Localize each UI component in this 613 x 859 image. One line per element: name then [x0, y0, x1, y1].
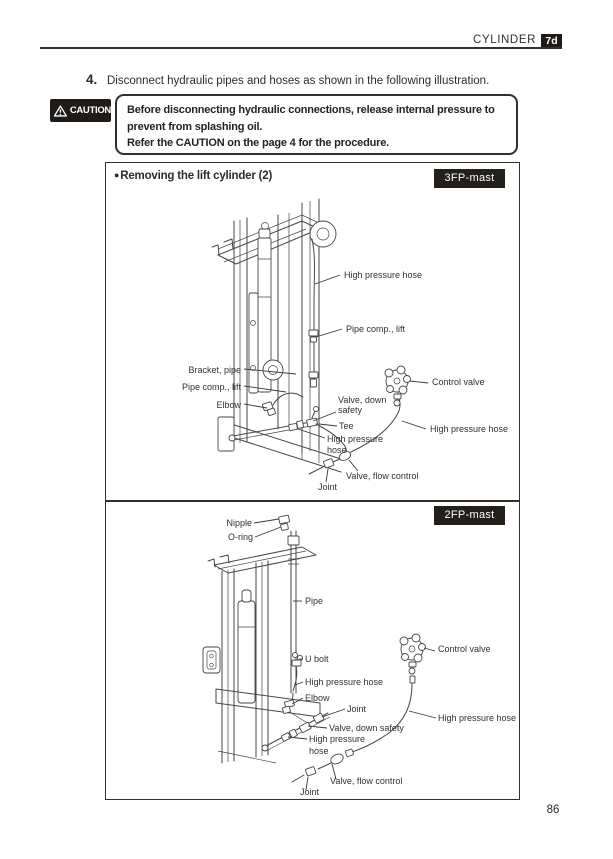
label-valve-down-safety-2: safety [338, 405, 363, 415]
figure-title-text: Removing the lift cylinder (2) [120, 170, 273, 182]
header-title: CYLINDER [473, 34, 536, 46]
hose-run-right-3fp [308, 238, 319, 388]
bottom-piping-2fp [261, 651, 413, 783]
caution-line-1: Before disconnecting hydraulic connectio… [127, 104, 495, 116]
control-valve-3fp [384, 365, 411, 407]
labels-2fp: Nipple O-ring Pipe U bolt High pressure … [226, 518, 516, 797]
step-number: 4. [86, 72, 98, 87]
leader-lines-2fp [253, 518, 437, 791]
figure-frame [105, 162, 520, 800]
diagram-3fp-mast: High pressure hose Pipe comp., lift Brac… [182, 198, 508, 492]
caution-box: Before disconnecting hydraulic connectio… [115, 94, 518, 155]
label-control-valve: Control valve [432, 377, 485, 387]
label-control-valve: Control valve [438, 644, 491, 654]
page-number: 86 [546, 804, 560, 816]
header-rule [40, 47, 562, 49]
label-high-pressure-hose-right: High pressure hose [438, 713, 516, 723]
label-elbow: Elbow [216, 400, 241, 410]
label-hp-hose-small-1: High pressure [309, 734, 365, 744]
label-joint: Joint [318, 482, 338, 492]
step-text: Disconnect hydraulic pipes and hoses as … [107, 75, 490, 87]
bullet-icon: ● [114, 170, 120, 180]
labels-3fp: High pressure hose Pipe comp., lift Brac… [182, 270, 508, 492]
label-hp-hose-small-2: hose [309, 746, 329, 756]
label-valve-flow-control: Valve, flow control [346, 471, 418, 481]
label-valve-down-safety-1: Valve, down [338, 395, 386, 405]
label-pipe-comp-lift-right: Pipe comp., lift [346, 324, 406, 334]
badge-2fp-mast: 2FP-mast [434, 506, 505, 525]
label-joint-top: Joint [347, 704, 367, 714]
label-high-pressure-hose-right: High pressure hose [430, 424, 508, 434]
control-valve-2fp [399, 633, 426, 684]
label-nipple: Nipple [226, 518, 252, 528]
mast-structure-3fp [211, 198, 342, 473]
caution-line-3: Refer the CAUTION on the page 4 for the … [127, 137, 389, 149]
label-valve-down-safety: Valve, down safety [329, 723, 404, 733]
label-valve-flow-control: Valve, flow control [330, 776, 402, 786]
label-pipe-comp-lift-left: Pipe comp., lift [182, 382, 242, 392]
diagram-2fp-mast: Nipple O-ring Pipe U bolt High pressure … [202, 514, 516, 797]
label-u-bolt: U bolt [305, 654, 329, 664]
label-pipe: Pipe [305, 596, 323, 606]
leader-lines-3fp [243, 274, 429, 483]
label-elbow: Elbow [305, 693, 330, 703]
label-tee: Tee [339, 421, 354, 431]
label-o-ring: O-ring [228, 532, 253, 542]
label-bracket-pipe: Bracket, pipe [188, 365, 241, 375]
figure-panel-divider [105, 500, 520, 502]
caution-line-2: prevent from splashing oil. [127, 120, 263, 133]
caution-label-text: CAUTION [69, 105, 111, 116]
label-joint-bottom: Joint [300, 787, 320, 797]
label-hp-hose-small-2: hose [327, 445, 347, 455]
caution-label: CAUTION [50, 99, 111, 122]
label-high-pressure-hose-left: High pressure hose [305, 677, 383, 687]
badge-3fp-mast: 3FP-mast [434, 169, 505, 188]
section-badge: 7d [541, 34, 562, 48]
label-hp-hose-small-1: High pressure [327, 434, 383, 444]
warning-triangle-icon [53, 104, 67, 117]
label-high-pressure-hose-top: High pressure hose [344, 270, 422, 280]
figure-title: ●Removing the lift cylinder (2) [114, 170, 272, 182]
